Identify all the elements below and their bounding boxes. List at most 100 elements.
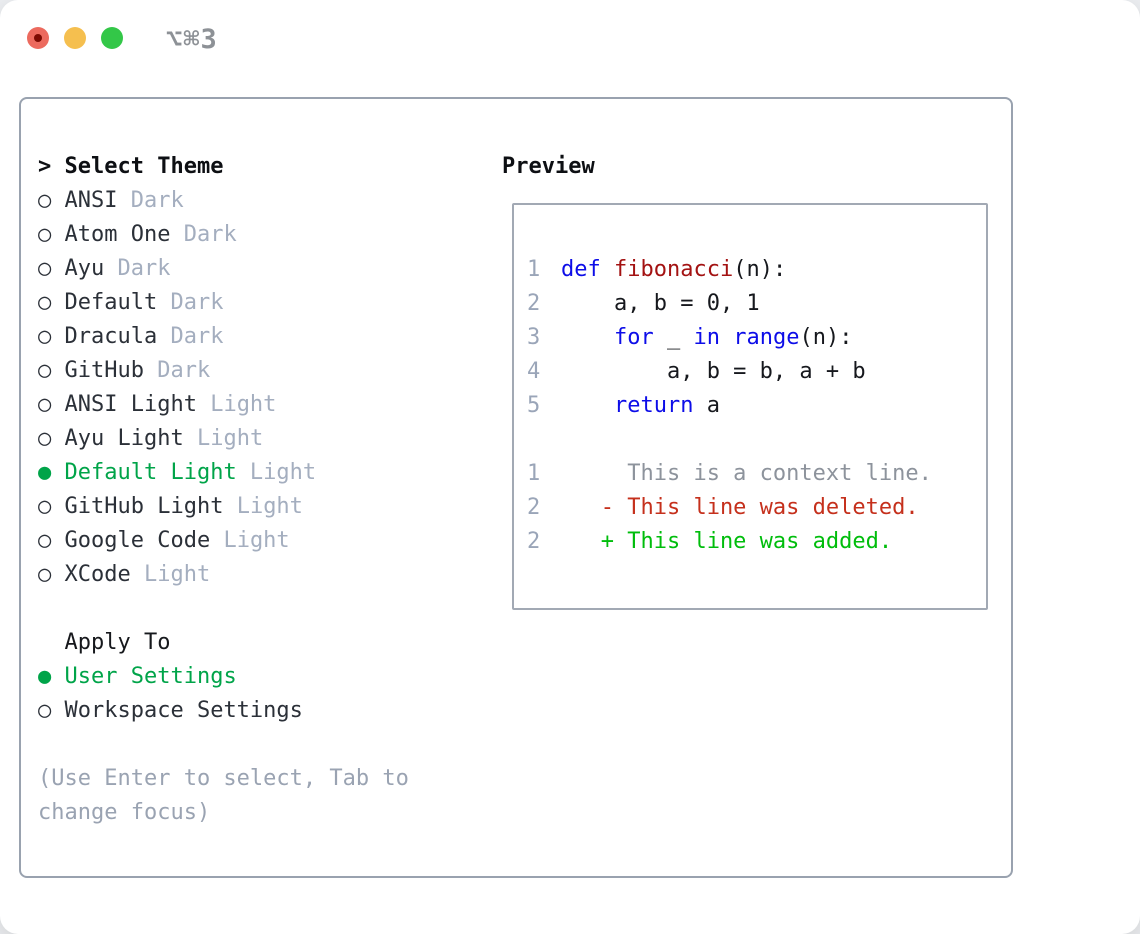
theme-item-xcode[interactable]: ○ XCode Light bbox=[38, 558, 435, 592]
code-line bbox=[527, 423, 932, 457]
radio-icon: ○ bbox=[38, 528, 65, 553]
theme-picker-panel: > Select Theme ○ ANSI Dark○ Atom One Dar… bbox=[19, 97, 1013, 878]
diff-added-text: + This line was added. bbox=[561, 529, 893, 554]
code-text bbox=[561, 393, 614, 418]
code-line: 4 a, b = b, a + b bbox=[527, 355, 932, 389]
spacer bbox=[38, 728, 435, 762]
radio-icon: ○ bbox=[38, 562, 65, 587]
theme-name: Default Light bbox=[64, 460, 237, 485]
title-bar: ⌥⌘3 bbox=[0, 0, 1140, 76]
apply-to-header: Apply To bbox=[64, 630, 171, 655]
line-number: 5 bbox=[527, 393, 541, 418]
theme-variant-tag: Dark bbox=[170, 222, 237, 247]
theme-item-ansi[interactable]: ○ ANSI Dark bbox=[38, 184, 435, 218]
theme-picker-column: > Select Theme ○ ANSI Dark○ Atom One Dar… bbox=[38, 150, 435, 830]
code-line: 2 + This line was added. bbox=[527, 525, 932, 559]
apply-to-label: User Settings bbox=[64, 664, 237, 689]
radio-selected-icon: ● bbox=[38, 460, 65, 485]
prompt-caret-icon: > bbox=[38, 154, 65, 179]
help-text: (Use Enter to select, Tab to change focu… bbox=[38, 766, 409, 825]
preview-header: Preview bbox=[502, 154, 595, 179]
code-text: (n): bbox=[799, 325, 853, 350]
theme-item-default-light[interactable]: ● Default Light Light bbox=[38, 456, 435, 490]
line-number: 1 bbox=[527, 257, 541, 282]
diff-deleted-text: - This line was deleted. bbox=[561, 495, 919, 520]
code-text: _ bbox=[653, 325, 694, 350]
select-theme-header: > Select Theme bbox=[38, 150, 435, 184]
radio-icon: ○ bbox=[38, 290, 65, 315]
line-number: 2 bbox=[527, 529, 541, 554]
radio-icon: ○ bbox=[38, 426, 65, 451]
theme-variant-tag: Dark bbox=[143, 358, 211, 383]
line-number: 2 bbox=[527, 495, 541, 520]
radio-icon: ○ bbox=[38, 188, 65, 213]
theme-variant-tag: Dark bbox=[157, 324, 224, 349]
code-text: a, b = b, a + b bbox=[561, 359, 866, 384]
radio-icon: ○ bbox=[38, 222, 65, 247]
close-window-button[interactable] bbox=[27, 27, 49, 49]
line-number: 2 bbox=[527, 291, 541, 316]
code-text: a, b = 0, 1 bbox=[561, 291, 760, 316]
theme-variant-tag: Light bbox=[183, 426, 264, 451]
theme-variant-tag: Light bbox=[196, 392, 277, 417]
diff-context-text: This is a context line. bbox=[561, 461, 932, 486]
theme-name: ANSI Light bbox=[64, 392, 197, 417]
code-line: 5 return a bbox=[527, 389, 932, 423]
theme-item-ayu[interactable]: ○ Ayu Dark bbox=[38, 252, 435, 286]
theme-name: GitHub bbox=[64, 358, 144, 383]
code-text bbox=[720, 325, 733, 350]
theme-item-github[interactable]: ○ GitHub Dark bbox=[38, 354, 435, 388]
theme-item-atom-one[interactable]: ○ Atom One Dark bbox=[38, 218, 435, 252]
theme-item-google-code[interactable]: ○ Google Code Light bbox=[38, 524, 435, 558]
line-number: 1 bbox=[527, 461, 541, 486]
theme-name: Atom One bbox=[64, 222, 171, 247]
theme-name: Ayu bbox=[64, 256, 105, 281]
apply-to-list: ● User Settings○ Workspace Settings bbox=[38, 660, 435, 728]
code-line: 3 for _ in range(n): bbox=[527, 321, 932, 355]
radio-icon: ○ bbox=[38, 256, 65, 281]
theme-name: XCode bbox=[64, 562, 131, 587]
code-text: (n): bbox=[733, 257, 787, 282]
code-keyword: return bbox=[613, 393, 694, 418]
theme-name: GitHub Light bbox=[64, 494, 224, 519]
window-title: ⌥⌘3 bbox=[166, 24, 218, 55]
code-keyword: in bbox=[693, 325, 720, 350]
theme-item-ansi-light[interactable]: ○ ANSI Light Light bbox=[38, 388, 435, 422]
theme-name: Default bbox=[64, 290, 158, 315]
code-text: a bbox=[693, 393, 720, 418]
theme-variant-tag: Light bbox=[223, 494, 303, 519]
code-line: 2 a, b = 0, 1 bbox=[527, 287, 932, 321]
radio-selected-icon: ● bbox=[38, 664, 65, 689]
theme-item-github-light[interactable]: ○ GitHub Light Light bbox=[38, 490, 435, 524]
radio-icon: ○ bbox=[38, 494, 65, 519]
line-number: 4 bbox=[527, 359, 541, 384]
code-keyword: range bbox=[733, 325, 800, 350]
spacer bbox=[38, 592, 435, 626]
radio-icon: ○ bbox=[38, 392, 65, 417]
theme-variant-tag: Dark bbox=[117, 188, 184, 213]
theme-item-default[interactable]: ○ Default Dark bbox=[38, 286, 435, 320]
theme-name: ANSI bbox=[64, 188, 118, 213]
theme-variant-tag: Dark bbox=[104, 256, 171, 281]
theme-item-ayu-light[interactable]: ○ Ayu Light Light bbox=[38, 422, 435, 456]
apply-to-option-workspace-settings[interactable]: ○ Workspace Settings bbox=[38, 694, 435, 728]
radio-icon: ○ bbox=[38, 358, 65, 383]
theme-name: Google Code bbox=[64, 528, 211, 553]
code-function-name: fibonacci bbox=[614, 257, 734, 282]
line-number: 3 bbox=[527, 325, 541, 350]
theme-name: Ayu Light bbox=[64, 426, 184, 451]
theme-item-dracula[interactable]: ○ Dracula Dark bbox=[38, 320, 435, 354]
code-line: 1 This is a context line. bbox=[527, 457, 932, 491]
apply-to-label: Workspace Settings bbox=[64, 698, 303, 723]
theme-variant-tag: Light bbox=[236, 460, 317, 485]
code-text bbox=[601, 257, 614, 282]
minimize-window-button[interactable] bbox=[64, 27, 86, 49]
theme-list: ○ ANSI Dark○ Atom One Dark○ Ayu Dark○ De… bbox=[38, 184, 435, 592]
apply-to-option-user-settings[interactable]: ● User Settings bbox=[38, 660, 435, 694]
theme-variant-tag: Dark bbox=[157, 290, 224, 315]
zoom-window-button[interactable] bbox=[101, 27, 123, 49]
code-line: 2 - This line was deleted. bbox=[527, 491, 932, 525]
